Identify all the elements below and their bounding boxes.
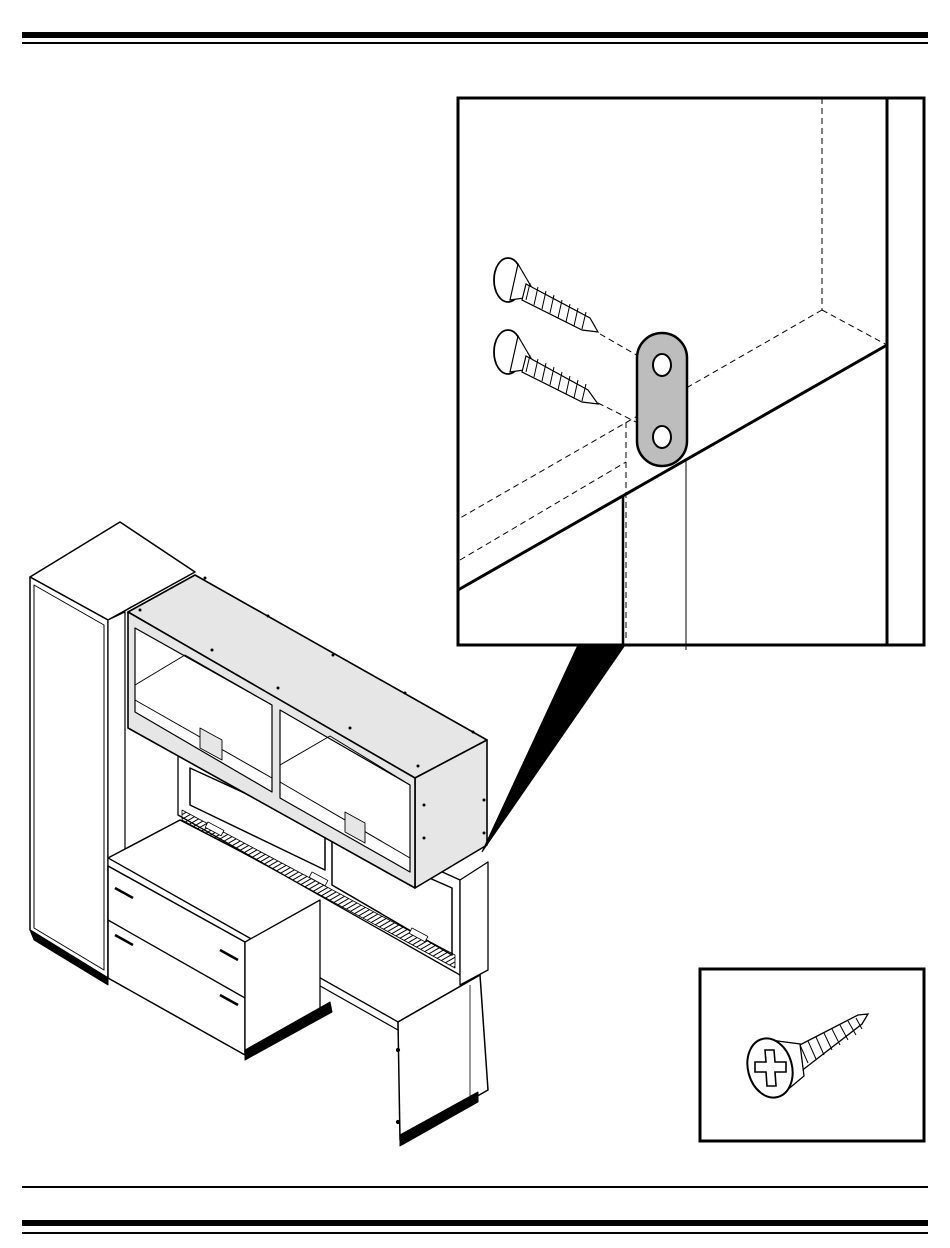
detail-magnifier-wedge <box>482 645 625 852</box>
bracket-hole-bottom <box>653 426 671 448</box>
detail-view-bracket-attachment <box>458 98 924 650</box>
connector-bracket <box>637 333 687 466</box>
desk-assembly-drawing <box>30 522 488 1146</box>
hardware-callout-box <box>700 969 924 1141</box>
bracket-hole-top <box>653 354 671 376</box>
